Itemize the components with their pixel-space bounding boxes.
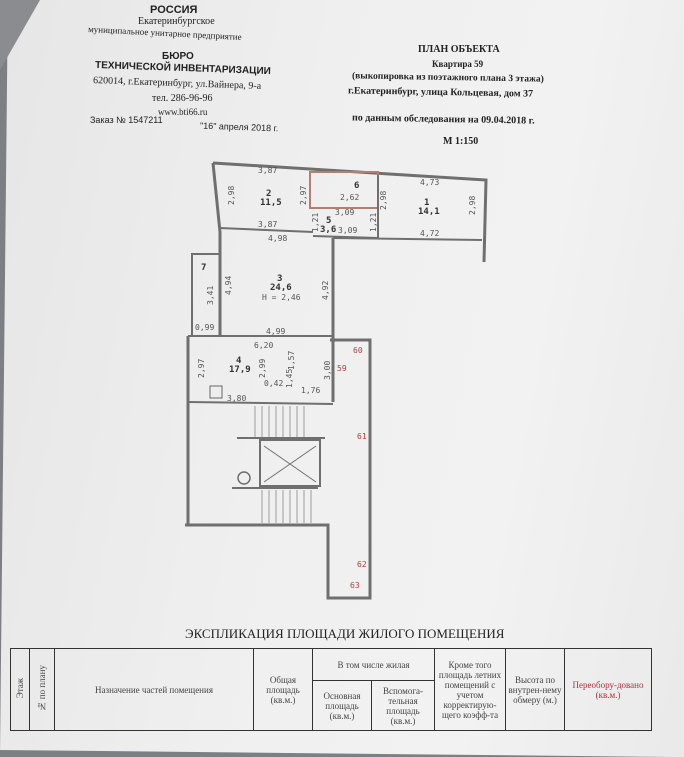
dim-label: 4,94 xyxy=(224,276,233,295)
dim-label: 1,21 xyxy=(311,213,320,232)
room-1-area: 14,1 xyxy=(418,207,440,217)
dim-label: 2,97 xyxy=(197,359,206,378)
dim-label: 0,99 xyxy=(195,323,214,332)
room-4-number: 4 xyxy=(236,356,242,366)
mark-label: 60 xyxy=(353,346,363,355)
room-2-number: 2 xyxy=(266,189,271,199)
dim-label: 4,72 xyxy=(420,229,439,238)
org-site: www.bti66.ru xyxy=(158,107,208,117)
room-5-area: 3,6 xyxy=(320,225,336,235)
dim-label: 3,09 xyxy=(335,208,354,217)
dim-label: 4,99 xyxy=(266,327,285,336)
order-number: Заказ № 1547211 xyxy=(90,115,163,125)
org-phone: тел. 286-96-96 xyxy=(152,93,213,104)
dim-label: 2,98 xyxy=(227,186,236,205)
room-1-number: 1 xyxy=(424,198,429,208)
col-rebuilt: Переобору-довано (кв.м.) xyxy=(564,648,652,731)
background-corner xyxy=(0,0,40,70)
col-plan-number: № по плану xyxy=(37,665,47,712)
dim-label: 3,87 xyxy=(258,166,277,175)
dim-label: 1,45 xyxy=(285,369,294,388)
stairs xyxy=(254,406,312,523)
outer-wall-top xyxy=(212,161,488,263)
room-3-area: 24,6 xyxy=(270,283,292,293)
dim-label: 3,09 xyxy=(338,226,357,235)
dim-label: 2,97 xyxy=(299,186,308,205)
plan-heading: ПЛАН ОБЪЕКТА xyxy=(418,44,500,55)
dim-label: 0,42 xyxy=(264,379,283,388)
room-6-number: 6 xyxy=(354,181,359,191)
room-3-number: 3 xyxy=(277,274,282,284)
col-total-area: Общая площадь (кв.м.) xyxy=(253,648,313,731)
col-summer-area: Кроме того площадь летних помещений с уч… xyxy=(434,648,506,731)
org-country: РОССИЯ xyxy=(150,4,198,16)
dim-label: 2,99 xyxy=(258,359,267,378)
room-5-number: 5 xyxy=(326,216,331,226)
dim-label: 4,73 xyxy=(420,178,439,187)
dim-label: 1,57 xyxy=(287,351,296,370)
room-7-number: 7 xyxy=(201,263,206,273)
ceiling-height: Н = 2,46 xyxy=(262,293,301,302)
col-height: Высота по внутрен-нему обмеру (м.) xyxy=(505,648,565,731)
dim-label: 1,76 xyxy=(301,386,320,395)
dim-label: 4,92 xyxy=(321,281,330,300)
col-main-area: Основная площадь (кв.м.) xyxy=(312,680,372,731)
col-purpose: Назначение частей помещения xyxy=(54,648,254,731)
org-bureau: БЮРО xyxy=(162,51,194,62)
floor-plan: 1 14,1 2 11,5 3 24,6 Н = 2,46 4 17,9 5 3… xyxy=(185,161,488,600)
mark-label: 59 xyxy=(337,364,347,373)
dim-label: 3,00 xyxy=(323,361,332,380)
mark-label: 61 xyxy=(357,432,367,441)
dim-label: 6,20 xyxy=(254,341,273,350)
dim-label: 2,98 xyxy=(379,191,388,210)
dim-label: 4,98 xyxy=(268,234,287,243)
col-aux-area: Вспомога-тельная площадь (кв.м.) xyxy=(371,680,435,731)
dim-label: 1,21 xyxy=(369,213,378,232)
dim-label: 3,87 xyxy=(258,220,277,229)
org-city: Екатеринбургское xyxy=(138,16,215,27)
dim-label: 2,98 xyxy=(468,196,477,215)
dim-label: 3,41 xyxy=(206,286,215,305)
dim-label: 3,80 xyxy=(227,394,246,403)
col-floor: Этаж xyxy=(15,678,25,699)
mark-label: 63 xyxy=(350,581,360,590)
room-4-area: 17,9 xyxy=(229,365,251,375)
plan-scale: М 1:150 xyxy=(443,136,479,147)
apartment-number: Квартира 59 xyxy=(432,59,484,69)
mark-label: 62 xyxy=(357,560,367,569)
explication-table: Этаж № по плану Назначение частей помеще… xyxy=(10,648,652,731)
room-2-area: 11,5 xyxy=(260,198,282,208)
col-living-group: В том числе жилая xyxy=(312,648,435,681)
explication-title: ЭКСПЛИКАЦИЯ ПЛОЩАДИ ЖИЛОГО ПОМЕЩЕНИЯ xyxy=(185,626,505,641)
room-6-area: 2,62 xyxy=(340,193,359,202)
stove-icon xyxy=(209,385,223,399)
